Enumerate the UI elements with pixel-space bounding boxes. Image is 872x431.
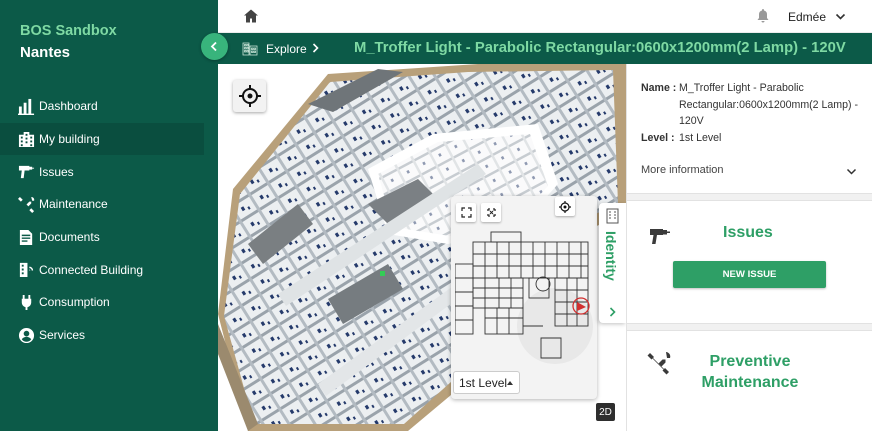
minimap-locate-button[interactable] xyxy=(555,197,575,216)
divider xyxy=(627,193,872,201)
chevron-right-icon xyxy=(609,307,616,317)
sidebar-item-documents[interactable]: Documents xyxy=(0,221,218,254)
chevron-right-icon xyxy=(312,43,319,53)
tools-icon xyxy=(17,195,35,213)
sidebar-item-label: Services xyxy=(39,328,86,343)
element-panel: Name : M_Troffer Light - Parabolic Recta… xyxy=(626,64,872,431)
breadcrumb: Explore M_Troffer Light - Parabolic Rect… xyxy=(218,33,872,64)
site-name: Nantes xyxy=(20,44,71,61)
sidebar-item-label: Issues xyxy=(39,164,74,179)
sidebar: BOS Sandbox Nantes Dashboard My building… xyxy=(0,0,218,431)
plug-icon xyxy=(17,293,35,311)
divider xyxy=(627,323,872,331)
sidebar-item-my-building[interactable]: My building xyxy=(0,122,204,156)
more-information-toggle[interactable]: More information xyxy=(641,164,724,176)
building-icon xyxy=(242,42,258,56)
2d-mode-button[interactable]: 2D xyxy=(596,403,615,421)
sidebar-item-label: Consumption xyxy=(39,295,110,310)
sidebar-item-label: Documents xyxy=(39,230,100,245)
floor-plan-drawing xyxy=(455,226,593,366)
caret-up-icon xyxy=(507,381,513,385)
sidebar-item-connected-building[interactable]: Connected Building xyxy=(0,253,218,286)
building-3d-model[interactable] xyxy=(218,64,626,431)
floor-plan-minimap[interactable] xyxy=(451,196,597,399)
locate-button[interactable] xyxy=(233,80,266,112)
home-icon[interactable] xyxy=(243,8,259,24)
new-issue-button[interactable]: NEW ISSUE xyxy=(673,261,826,288)
level-key: Level : xyxy=(641,131,675,144)
chevron-down-icon[interactable] xyxy=(835,11,846,22)
sidebar-item-services[interactable]: Services xyxy=(0,319,218,352)
sidebar-item-consumption[interactable]: Consumption xyxy=(0,286,218,319)
building-icon xyxy=(17,130,35,148)
sidebar-item-issues[interactable]: Issues xyxy=(0,155,218,188)
name-value: M_Troffer Light - Parabolic Rectangular:… xyxy=(679,82,859,127)
crosshair-icon xyxy=(238,85,261,107)
3d-viewer[interactable]: 1st Level Identity 2D xyxy=(218,64,626,431)
tools-icon xyxy=(647,352,671,375)
issues-title: Issues xyxy=(723,224,773,241)
connected-building-icon xyxy=(17,261,35,279)
level-value: 1st Level xyxy=(679,131,722,144)
collapse-sidebar-button[interactable] xyxy=(201,33,228,60)
services-icon xyxy=(17,326,35,344)
chevron-down-icon[interactable] xyxy=(846,166,857,177)
identity-tab[interactable]: Identity xyxy=(599,203,626,323)
identity-tab-label: Identity xyxy=(603,231,619,281)
crosshair-icon xyxy=(559,200,571,213)
user-name[interactable]: Edmée xyxy=(788,10,827,24)
sidebar-item-label: Connected Building xyxy=(39,262,144,277)
exit-fullscreen-icon xyxy=(486,208,496,217)
exit-fullscreen-button[interactable] xyxy=(481,203,501,222)
level-select[interactable]: 1st Level xyxy=(453,371,520,394)
bell-icon[interactable] xyxy=(756,8,770,24)
bar-chart-icon xyxy=(17,97,35,115)
sidebar-item-label: Maintenance xyxy=(39,197,108,212)
document-icon xyxy=(17,228,35,246)
sidebar-nav: Dashboard My building Issues Maintenance… xyxy=(0,90,218,352)
level-select-value: 1st Level xyxy=(459,376,508,390)
sidebar-item-maintenance[interactable]: Maintenance xyxy=(0,188,218,221)
element-info: Name : M_Troffer Light - Parabolic Recta… xyxy=(641,80,863,146)
sidebar-item-label: Dashboard xyxy=(39,99,98,114)
fullscreen-icon xyxy=(460,207,472,218)
drill-icon xyxy=(17,163,35,181)
drill-icon xyxy=(650,229,670,244)
fullscreen-button[interactable] xyxy=(456,203,476,222)
preventive-maintenance-title: Preventive Maintenance xyxy=(701,353,799,391)
name-key: Name : xyxy=(641,82,677,94)
organization-name: BOS Sandbox xyxy=(20,23,117,39)
selected-element-title: M_Troffer Light - Parabolic Rectangular:… xyxy=(354,40,846,56)
breadcrumb-explore-link[interactable]: Explore xyxy=(266,42,307,56)
top-bar: Edmée xyxy=(218,0,872,33)
sidebar-item-label: My building xyxy=(39,132,100,147)
chevron-left-icon xyxy=(210,41,217,52)
building-icon xyxy=(606,208,619,224)
sidebar-item-dashboard[interactable]: Dashboard xyxy=(0,90,218,123)
